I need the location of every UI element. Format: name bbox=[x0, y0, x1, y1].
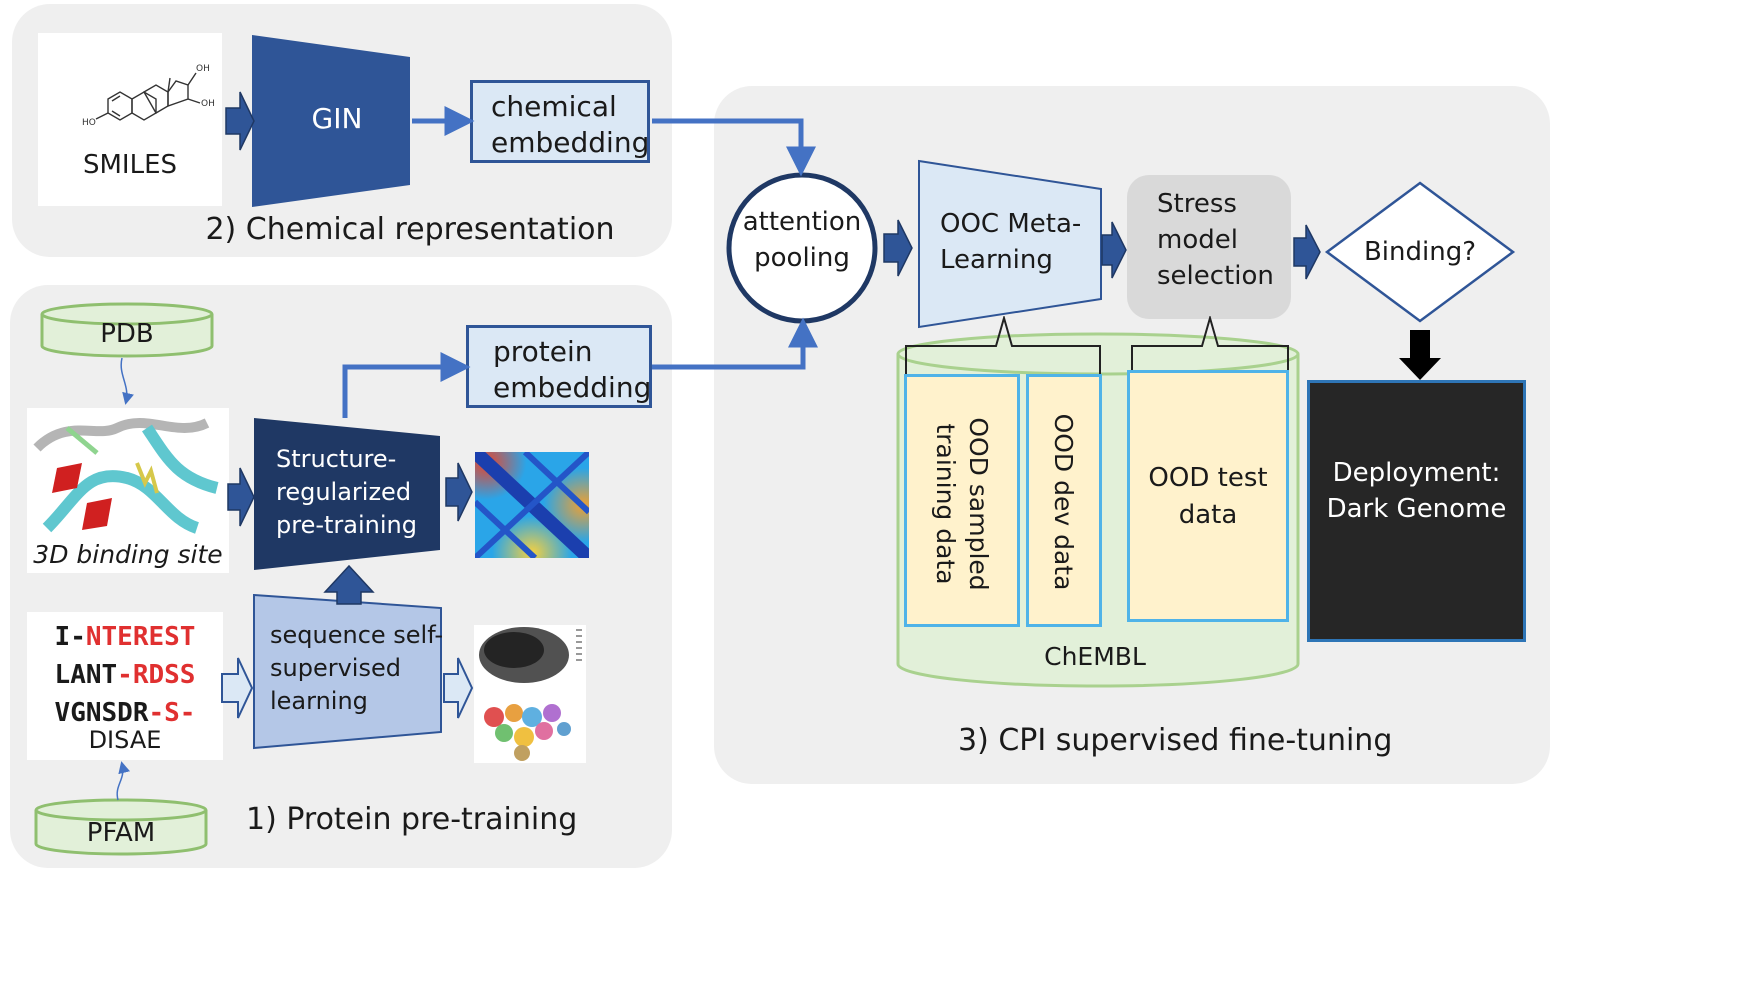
attention-pooling-text: attention pooling bbox=[724, 204, 880, 276]
test-line2: data bbox=[1178, 500, 1238, 530]
sequence-line-2: LANT-RDSS bbox=[27, 656, 223, 694]
gin-label: GIN bbox=[311, 101, 363, 135]
deployment-box bbox=[1307, 380, 1526, 642]
protein-embedding-box: protein embedding bbox=[466, 325, 652, 408]
sequence-line-3: VGNSDR-S- bbox=[27, 694, 223, 732]
protein-structure-icon bbox=[33, 418, 219, 534]
binding-to-deployment-arrow bbox=[1399, 330, 1441, 380]
ooc-meta-learning-shape bbox=[918, 159, 1102, 329]
gin-encoder-shape bbox=[252, 35, 410, 207]
ood-training-data-box bbox=[904, 374, 1020, 627]
chemical-panel-title: 2) Chemical representation bbox=[205, 212, 615, 247]
binding-decision-diamond bbox=[1324, 181, 1516, 323]
pfam-to-sequence-arrow bbox=[116, 761, 130, 801]
line-arrows bbox=[342, 106, 818, 418]
attention-line2: pooling bbox=[754, 243, 850, 273]
sequence-segment: LANT bbox=[54, 660, 118, 690]
molecule-label-ho: HO bbox=[82, 118, 96, 128]
sequence-segment: -S- bbox=[148, 698, 196, 728]
attention-line1: attention bbox=[742, 207, 862, 237]
deploy-line2: Dark Genome bbox=[1326, 494, 1507, 524]
molecule-label-oh-1: OH bbox=[196, 64, 210, 74]
ssl-to-structure-arrow bbox=[323, 564, 375, 605]
protein-embedding-line1: protein bbox=[493, 335, 593, 368]
block-arrows bbox=[225, 91, 1321, 605]
protein-embedding-line2: embedding bbox=[493, 371, 652, 404]
protein-embedding-to-pooling-arrow bbox=[652, 317, 818, 370]
structure-line3: pre-training bbox=[276, 511, 417, 539]
test-line1: OOD test bbox=[1148, 463, 1268, 493]
protein-panel-title: 1) Protein pre-training bbox=[246, 802, 578, 837]
pdb-label: PDB bbox=[100, 319, 154, 349]
sequence-line-1: I-NTEREST bbox=[27, 618, 223, 656]
sequence-segment: VGNSDR bbox=[54, 698, 149, 728]
ood-test-data-box bbox=[1127, 370, 1289, 622]
ooc-text: OOC Meta- Learning bbox=[940, 206, 1081, 278]
light-block-arrows bbox=[221, 657, 474, 719]
chembl-label: ChEMBL bbox=[1044, 641, 1146, 671]
structure-pretraining-text: Structure- regularized pre-training bbox=[276, 443, 417, 542]
pdb-database-icon bbox=[40, 302, 214, 358]
binding-site-label: 3D binding site bbox=[33, 539, 223, 569]
sequence-segment: NTEREST bbox=[85, 622, 196, 652]
ssl-text: sequence self- supervised learning bbox=[270, 619, 443, 718]
deployment-text: Deployment: Dark Genome bbox=[1307, 455, 1526, 527]
ooc-line1: OOC Meta- bbox=[940, 209, 1082, 239]
chemical-embedding-to-pooling-arrow bbox=[652, 118, 816, 177]
stress-model-selection-box bbox=[1127, 175, 1291, 319]
ood-test-text: OOD test data bbox=[1127, 460, 1289, 534]
stress-text: Stress model selection bbox=[1157, 186, 1274, 294]
chemical-embedding-line1: chemical bbox=[491, 90, 617, 123]
cpi-panel-title: 3) CPI supervised fine-tuning bbox=[958, 723, 1393, 758]
ssl-line3: learning bbox=[270, 687, 368, 715]
chemical-embedding-line2: embedding bbox=[491, 126, 650, 159]
ssl-line1: sequence self- bbox=[270, 621, 444, 649]
ooc-line2: Learning bbox=[940, 245, 1053, 275]
pdb-to-binding-site-arrow bbox=[120, 357, 134, 405]
stress-to-binding-arrow bbox=[1293, 224, 1321, 280]
stress-line2: model bbox=[1157, 225, 1238, 255]
sequence-to-ssl-arrow bbox=[221, 657, 254, 719]
chemical-embedding-box: chemical embedding bbox=[470, 80, 650, 163]
structure-pretraining-shape bbox=[254, 418, 440, 570]
ooc-to-stress-arrow bbox=[1101, 221, 1127, 279]
data-split-braces bbox=[905, 316, 1289, 376]
pfam-label: PFAM bbox=[86, 818, 156, 848]
molecule-label-oh-2: OH bbox=[201, 99, 215, 109]
contact-map-image bbox=[475, 452, 589, 558]
ssl-shape bbox=[253, 594, 442, 750]
deploy-line1: Deployment: bbox=[1332, 458, 1501, 488]
structure-line2: regularized bbox=[276, 478, 412, 506]
smiles-card: OH OH HO SMILES bbox=[38, 33, 222, 206]
structure-to-contact-map-arrow bbox=[445, 462, 473, 522]
stress-line1: Stress bbox=[1157, 189, 1237, 219]
binding-site-card: 3D binding site bbox=[27, 408, 229, 573]
molecule-structure-icon: OH OH HO bbox=[82, 64, 215, 128]
structure-to-protein-embedding-arrow bbox=[342, 352, 471, 418]
binding-label: Binding? bbox=[1363, 237, 1477, 267]
ood-dev-data-box bbox=[1026, 374, 1102, 627]
pfam-database-icon bbox=[34, 798, 208, 856]
pooling-to-ooc-arrow bbox=[883, 219, 913, 277]
thin-arrows bbox=[116, 357, 134, 801]
disae-label: DISAE bbox=[88, 726, 162, 754]
smiles-label: SMILES bbox=[82, 150, 178, 180]
ssl-to-cluster-arrow bbox=[443, 657, 474, 719]
structure-line1: Structure- bbox=[276, 445, 397, 473]
binding-site-to-structure-arrow bbox=[227, 467, 255, 527]
embedding-cluster-image bbox=[474, 625, 586, 763]
sequence-segment: -RDSS bbox=[117, 660, 196, 690]
sequence-segment: I- bbox=[54, 622, 86, 652]
smiles-to-gin-arrow bbox=[225, 91, 255, 151]
ssl-line2: supervised bbox=[270, 654, 401, 682]
stress-line3: selection bbox=[1157, 261, 1274, 291]
